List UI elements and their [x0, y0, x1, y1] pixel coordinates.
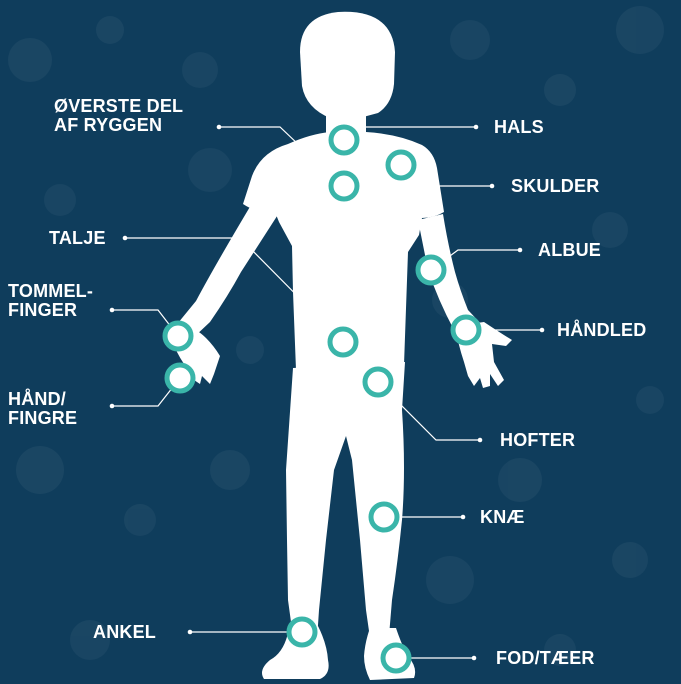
label-hand-fingers-line-1: HÅND/ — [8, 390, 77, 409]
label-hand-fingers-line-2: FINGRE — [8, 409, 77, 428]
label-ankle: ANKEL — [93, 623, 156, 642]
joint-ring-upper-back — [331, 173, 357, 199]
head-shape — [300, 12, 395, 120]
label-upper-back: ØVERSTE DEL AF RYGGEN — [54, 97, 183, 135]
label-foot-toes: FOD/TÆER — [496, 649, 595, 668]
label-wrist: HÅNDLED — [557, 321, 646, 340]
label-neck: HALS — [494, 118, 544, 137]
label-thumb-line-1: TOMMEL- — [8, 282, 93, 301]
label-thumb: TOMMEL- FINGER — [8, 282, 93, 320]
label-upper-back-line-2: AF RYGGEN — [54, 116, 183, 135]
joint-ring-wrist — [453, 317, 479, 343]
label-hips: HOFTER — [500, 431, 575, 450]
joint-ring-hand-fingers — [167, 365, 193, 391]
label-upper-back-line-1: ØVERSTE DEL — [54, 97, 183, 116]
left-arm-shape — [178, 200, 279, 338]
label-shoulder: SKULDER — [511, 177, 599, 196]
joint-ring-neck — [331, 127, 357, 153]
joint-ring-shoulder — [388, 152, 414, 178]
label-hand-fingers: HÅND/ FINGRE — [8, 390, 77, 428]
label-elbow: ALBUE — [538, 241, 601, 260]
label-knee: KNÆ — [480, 508, 525, 527]
joint-ring-waist — [330, 329, 356, 355]
joint-ring-knee — [371, 504, 397, 530]
label-thumb-line-2: FINGER — [8, 301, 93, 320]
joint-ring-thumb — [165, 323, 191, 349]
label-waist: TALJE — [49, 229, 106, 248]
joint-ring-ankle — [289, 619, 315, 645]
joint-ring-foot-toes — [383, 645, 409, 671]
joint-ring-elbow — [418, 257, 444, 283]
joint-ring-hips — [365, 369, 391, 395]
